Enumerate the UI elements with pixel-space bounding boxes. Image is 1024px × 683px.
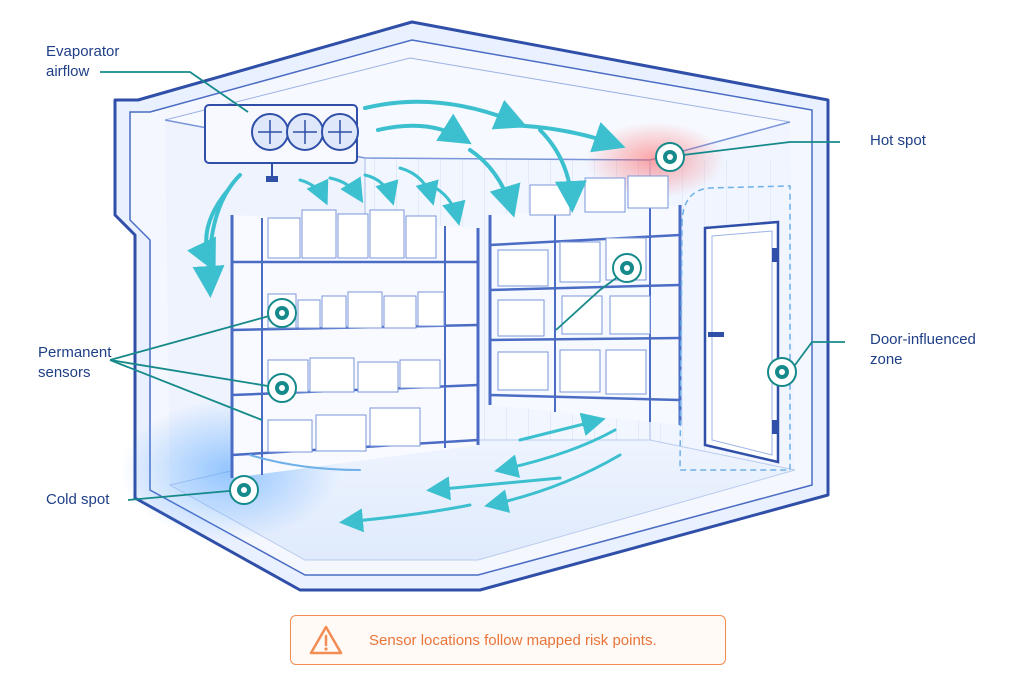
permanent-sensor-middle [267,373,297,403]
permanent-sensor-rack-right [612,253,642,283]
floor-return-arrows [249,412,622,533]
left-shelving-rack [230,209,480,478]
hot-spot-label: Hot spot [870,132,926,149]
sensor-note-banner: Sensor locations follow mapped risk poin… [290,615,726,665]
cold-spot-label: Cold spot [46,491,110,508]
callout-leaders [100,71,845,501]
permanent-sensors-label: Permanent sensors [38,344,112,381]
hot-spot-sensor [655,142,685,172]
warning-triangle-icon [309,625,343,655]
sensor-markers [229,142,797,505]
door-influenced-zone-label: Door-influenced zone [870,331,976,368]
door-zone-sensor [767,357,797,387]
sensor-note-text: Sensor locations follow mapped risk poin… [369,631,657,649]
evaporator-unit [204,104,359,182]
evaporator-airflow-label: Evaporator airflow [46,43,120,80]
permanent-sensor-upper [267,298,297,328]
cold-spot-sensor [229,475,259,505]
airflow-arrows [187,99,626,298]
